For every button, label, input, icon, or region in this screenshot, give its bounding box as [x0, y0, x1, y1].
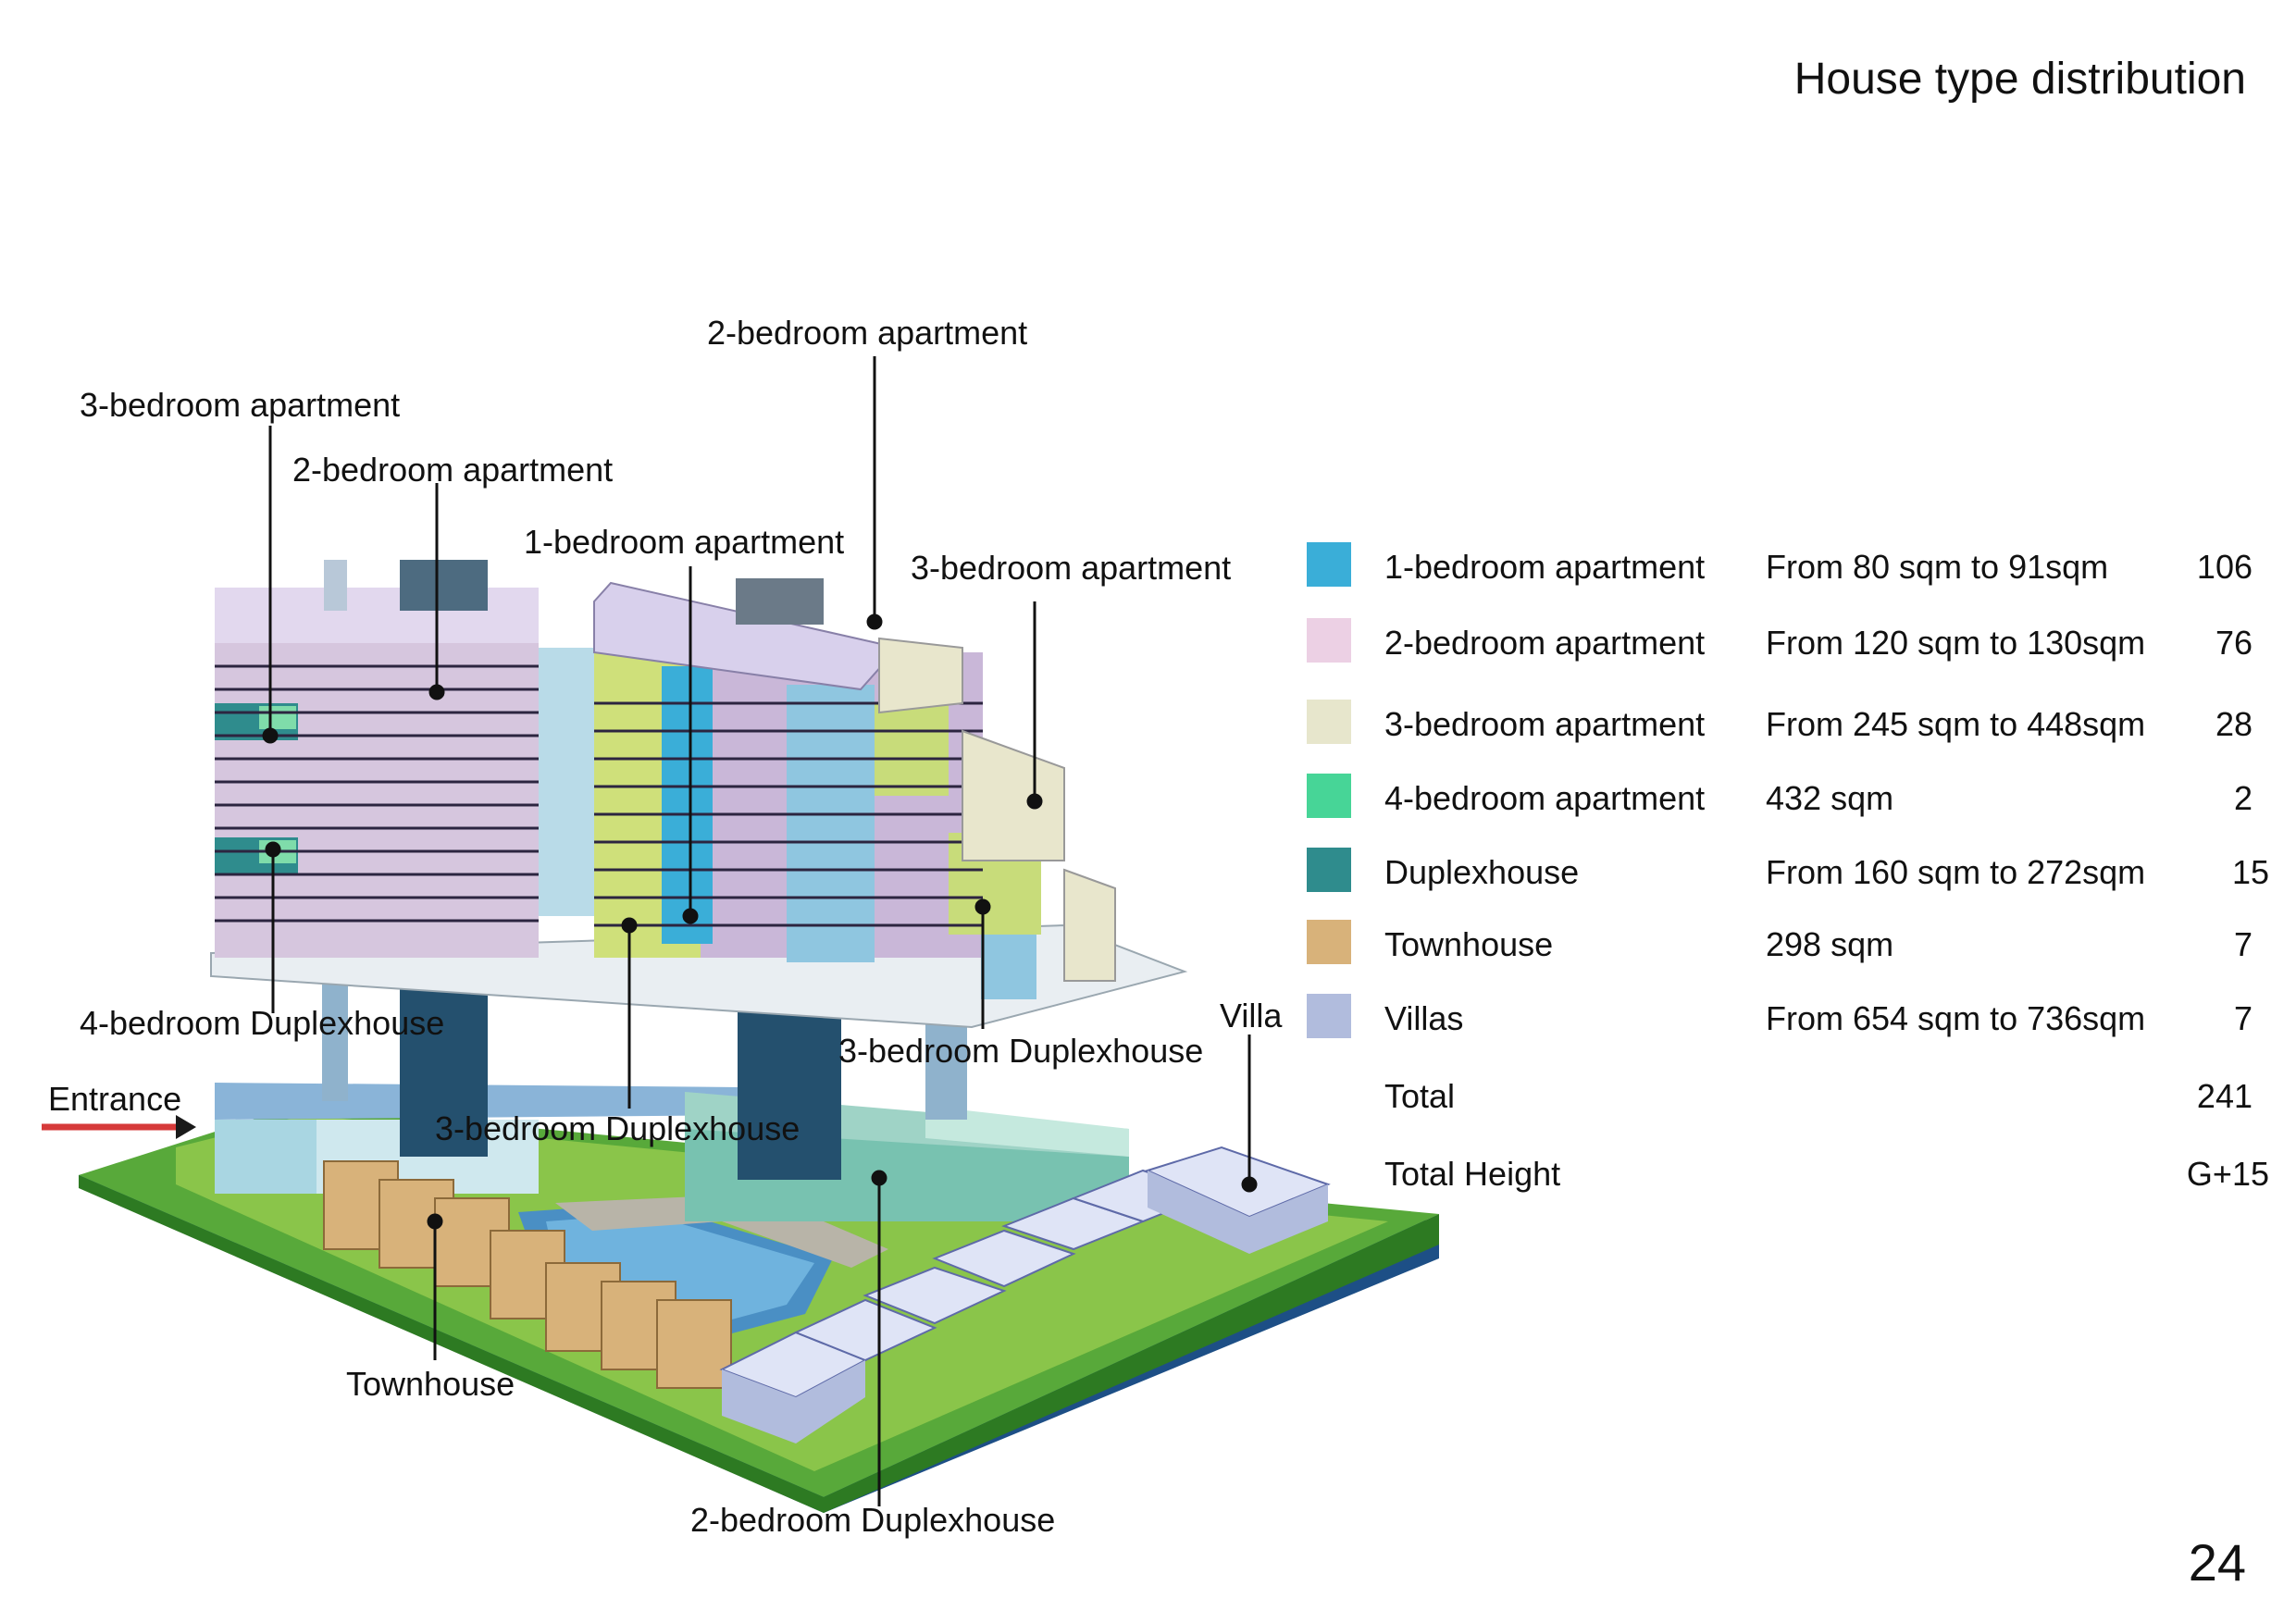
- legend-total-label: Total: [1384, 1077, 1456, 1115]
- legend-area: From 80 sqm to 91sqm: [1766, 548, 2109, 586]
- legend-swatch: [1307, 618, 1351, 663]
- legend-total-value: 241: [2196, 1077, 2253, 1115]
- legend-label: Townhouse: [1384, 925, 1554, 963]
- house-type-legend: 1-bedroom apartment From 80 sqm to 91sqm…: [1307, 0, 2269, 1295]
- legend-row-duplexhouse: Duplexhouse From 160 sqm to 272sqm 15: [1307, 842, 2269, 898]
- legend-height-value: G+15: [2186, 1155, 2269, 1193]
- townhouses: [323, 1160, 732, 1389]
- callout-3-bedroom-apartment-right: 3-bedroom apartment: [911, 549, 1232, 587]
- legend-swatch: [1307, 848, 1351, 892]
- legend-row-1-bedroom: 1-bedroom apartment From 80 sqm to 91sqm…: [1307, 537, 2269, 592]
- legend-row-total-height: Total Height G+15: [1307, 1144, 2269, 1199]
- legend-area: From 160 sqm to 272sqm: [1766, 853, 2146, 891]
- sky-bridge: [539, 648, 594, 916]
- legend-swatch: [1307, 542, 1351, 587]
- callout-3-bedroom-duplexhouse-right: 3-bedroom Duplexhouse: [838, 1032, 1204, 1070]
- callout-2-bedroom-duplexhouse: 2-bedroom Duplexhouse: [690, 1501, 1056, 1539]
- villas: [719, 1146, 1331, 1443]
- legend-count: 7: [2233, 999, 2253, 1037]
- legend-swatch: [1307, 774, 1351, 818]
- legend-count: 76: [2215, 624, 2253, 662]
- legend-area: From 654 sqm to 736sqm: [1766, 999, 2146, 1037]
- callout-villa: Villa: [1220, 997, 1283, 1035]
- support-columns: [322, 972, 967, 1180]
- page-title: House type distribution: [1793, 55, 2246, 104]
- page-number: 24: [2188, 1533, 2246, 1592]
- left-tower: [215, 560, 539, 958]
- legend-row-townhouse: Townhouse 298 sqm 7: [1307, 914, 2269, 970]
- legend-count: 15: [2231, 853, 2269, 891]
- callout-2-bedroom-apartment-top: 2-bedroom apartment: [707, 314, 1028, 352]
- legend-row-villas: Villas From 654 sqm to 736sqm 7: [1307, 988, 2269, 1044]
- legend-swatch: [1307, 700, 1351, 744]
- callout-leaders: [262, 356, 1258, 1506]
- legend-swatch: [1307, 994, 1351, 1038]
- axonometric-site-diagram: [42, 356, 1439, 1513]
- callout-4-bedroom-duplexhouse: 4-bedroom Duplexhouse: [80, 1004, 445, 1042]
- legend-label: Duplexhouse: [1384, 853, 1580, 891]
- right-tower: [593, 578, 1116, 999]
- legend-area: 432 sqm: [1766, 779, 1894, 817]
- legend-count: 7: [2233, 925, 2253, 963]
- legend-label: 4-bedroom apartment: [1384, 779, 1706, 817]
- legend-count: 106: [2196, 548, 2253, 586]
- legend-label: 1-bedroom apartment: [1384, 548, 1706, 586]
- legend-row-total: Total 241: [1307, 1066, 2269, 1121]
- legend-count: 28: [2215, 705, 2253, 743]
- legend-label: 3-bedroom apartment: [1384, 705, 1706, 743]
- legend-label: Villas: [1384, 999, 1464, 1037]
- entrance-arrow: [42, 1115, 196, 1139]
- callout-1-bedroom-apartment: 1-bedroom apartment: [524, 523, 845, 561]
- legend-row-4-bedroom: 4-bedroom apartment 432 sqm 2: [1307, 768, 2269, 824]
- legend-area: 298 sqm: [1766, 925, 1894, 963]
- legend-height-label: Total Height: [1384, 1155, 1561, 1193]
- legend-swatch: [1307, 920, 1351, 964]
- legend-area: From 245 sqm to 448sqm: [1766, 705, 2146, 743]
- legend-area: From 120 sqm to 130sqm: [1766, 624, 2146, 662]
- callout-townhouse: Townhouse: [346, 1365, 515, 1403]
- callout-3-bedroom-duplexhouse-mid: 3-bedroom Duplexhouse: [435, 1109, 800, 1147]
- callout-3-bedroom-apartment-left: 3-bedroom apartment: [80, 386, 401, 424]
- legend-row-3-bedroom: 3-bedroom apartment From 245 sqm to 448s…: [1307, 694, 2269, 750]
- legend-count: 2: [2233, 779, 2253, 817]
- callout-entrance: Entrance: [48, 1080, 182, 1118]
- legend-row-2-bedroom: 2-bedroom apartment From 120 sqm to 130s…: [1307, 613, 2269, 668]
- legend-label: 2-bedroom apartment: [1384, 624, 1706, 662]
- callout-2-bedroom-apartment-left: 2-bedroom apartment: [292, 451, 614, 489]
